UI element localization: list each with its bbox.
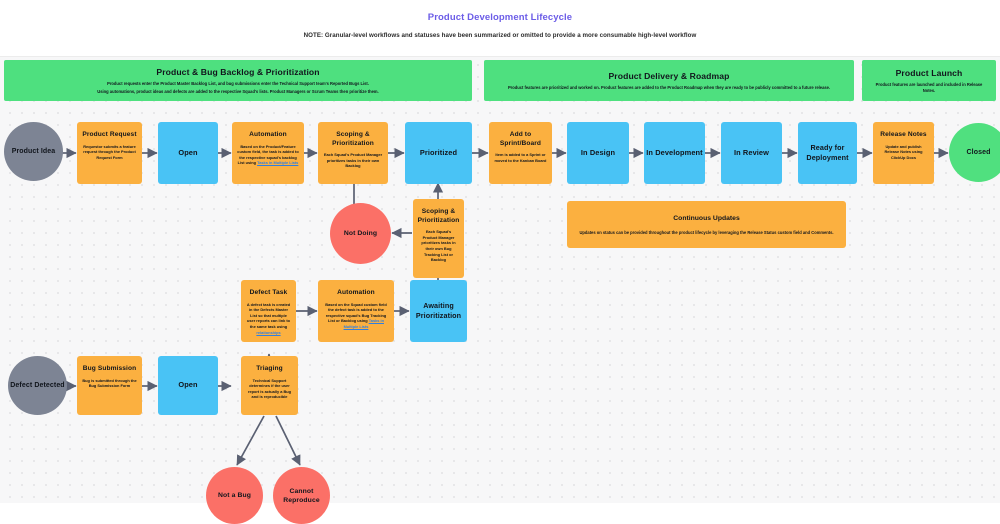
node-product-request[interactable]: Product Request Requestor submits a feat…	[77, 122, 142, 184]
phase-banner-title: Product Launch	[895, 67, 963, 78]
node-body-text: Based on the Squad custom field the defe…	[325, 301, 387, 324]
node-body: Each Squad's Product Manager prioritizes…	[323, 152, 383, 169]
node-body: Based on the Product/Feature custom fiel…	[232, 144, 304, 166]
node-title: Not a Bug	[218, 492, 251, 499]
continuous-updates-title: Continuous Updates	[673, 214, 740, 222]
node-open-top[interactable]: Open	[158, 122, 218, 184]
phase-banner-line1: Product requests enter the Product Maste…	[107, 81, 369, 87]
node-body-text: A defect task is created in the Defects …	[246, 301, 291, 329]
node-in-review[interactable]: In Review	[721, 122, 782, 184]
node-open-bottom[interactable]: Open	[158, 356, 218, 415]
node-title: In Design	[580, 147, 616, 157]
node-cannot-reproduce[interactable]: Cannot Reproduce	[273, 467, 330, 524]
page-note: NOTE: Granular-level workflows and statu…	[303, 32, 697, 39]
node-closed[interactable]: Closed	[949, 123, 1000, 182]
node-awaiting-prioritization[interactable]: Awaiting Prioritization	[410, 280, 467, 342]
node-bug-submission[interactable]: Bug Submission Bug is submitted through …	[77, 356, 142, 415]
node-scoping-prioritization-top[interactable]: Scoping & Prioritization Each Squad's Pr…	[318, 122, 388, 184]
phase-banner-backlog: Product & Bug Backlog & Prioritization P…	[4, 60, 472, 101]
continuous-updates-subtitle: Updates on status can be provided throug…	[579, 229, 834, 235]
node-body-link[interactable]: Tasks in Multiple Lists	[257, 160, 299, 166]
node-title: Defect Detected	[10, 382, 65, 389]
node-defect-task[interactable]: Defect Task A defect task is created in …	[241, 280, 296, 342]
node-body-link[interactable]: Tasks in Multiple Lists	[343, 318, 384, 329]
node-not-doing[interactable]: Not Doing	[330, 203, 391, 264]
phase-banner-title: Product & Bug Backlog & Prioritization	[156, 67, 320, 78]
continuous-updates-banner: Continuous Updates Updates on status can…	[567, 201, 846, 248]
node-body: Based on the Squad custom field the defe…	[318, 302, 394, 330]
node-prioritized[interactable]: Prioritized	[405, 122, 472, 184]
node-add-to-sprint-board[interactable]: Add to Sprint/Board Item is added to a S…	[489, 122, 552, 184]
node-title: Bug Submission	[82, 365, 137, 372]
node-body-text: Based on the Product/Feature custom fiel…	[237, 143, 299, 166]
phase-banner-line2: Using automations, product ideas and def…	[97, 88, 379, 94]
node-title: Automation	[337, 289, 375, 296]
node-title: Defect Task	[249, 289, 288, 296]
node-title: Ready for Deployment	[806, 143, 849, 162]
node-body: Item is added to a Sprint or moved to th…	[494, 152, 547, 163]
node-body: Requestor submits a feature request thro…	[83, 143, 136, 160]
phase-banner-delivery: Product Delivery & Roadmap Product featu…	[484, 60, 854, 101]
node-scoping-prioritization-mid[interactable]: Scoping & Prioritization Each Squad's Pr…	[413, 199, 464, 278]
node-title: Open	[178, 380, 198, 390]
node-body: Technical Support determines if the user…	[247, 377, 292, 400]
node-release-notes[interactable]: Release Notes Update and publish Release…	[873, 122, 934, 184]
node-triaging[interactable]: Triaging Technical Support determines if…	[241, 356, 298, 415]
node-title: Awaiting Prioritization	[415, 301, 462, 320]
node-title: In Development	[646, 147, 703, 157]
node-defect-detected[interactable]: Defect Detected	[8, 356, 67, 415]
node-title: Prioritized	[419, 147, 458, 157]
phase-banner-launch: Product Launch Product features are laun…	[862, 60, 996, 101]
node-not-a-bug[interactable]: Not a Bug	[206, 467, 263, 524]
page-title: Product Development Lifecycle	[427, 12, 573, 23]
phase-banner-line1: Product features are prioritized and wor…	[507, 84, 831, 90]
node-title: Add to Sprint/Board	[499, 131, 542, 147]
node-body: Each Squad's Product Manager prioritizes…	[421, 229, 456, 263]
node-body: A defect task is created in the Defects …	[241, 302, 296, 336]
node-title: In Review	[734, 147, 769, 157]
node-title: Closed	[966, 149, 991, 156]
node-title: Product Request	[82, 131, 137, 138]
node-title: Not Doing	[343, 230, 378, 237]
node-body-link[interactable]: relationships	[256, 329, 281, 335]
node-body: Bug is submitted through the Bug Submiss…	[82, 377, 137, 389]
node-title: Automation	[249, 131, 287, 138]
phase-banner-title: Product Delivery & Roadmap	[608, 70, 730, 81]
node-in-development[interactable]: In Development	[644, 122, 705, 184]
phase-banner-line1: Product features are launched and includ…	[875, 81, 983, 93]
node-title: Scoping & Prioritization	[417, 208, 460, 224]
node-title: Cannot Reproduce	[283, 487, 320, 504]
diagram-canvas[interactable]: Product & Bug Backlog & Prioritization P…	[0, 56, 1000, 524]
node-product-idea[interactable]: Product Idea	[4, 122, 63, 181]
node-body: Update and publish Release Notes using C…	[884, 143, 923, 160]
node-title: Open	[178, 147, 198, 157]
node-in-design[interactable]: In Design	[567, 122, 629, 184]
node-title: Scoping & Prioritization	[332, 131, 374, 147]
node-title: Triaging	[256, 365, 283, 372]
node-title: Release Notes	[880, 131, 927, 138]
node-ready-for-deployment[interactable]: Ready for Deployment	[798, 122, 857, 184]
node-title: Product Idea	[11, 148, 56, 155]
document-header: Product Development Lifecycle NOTE: Gran…	[0, 0, 1000, 57]
node-automation-mid[interactable]: Automation Based on the Squad custom fie…	[318, 280, 394, 342]
node-automation-top[interactable]: Automation Based on the Product/Feature …	[232, 122, 304, 184]
